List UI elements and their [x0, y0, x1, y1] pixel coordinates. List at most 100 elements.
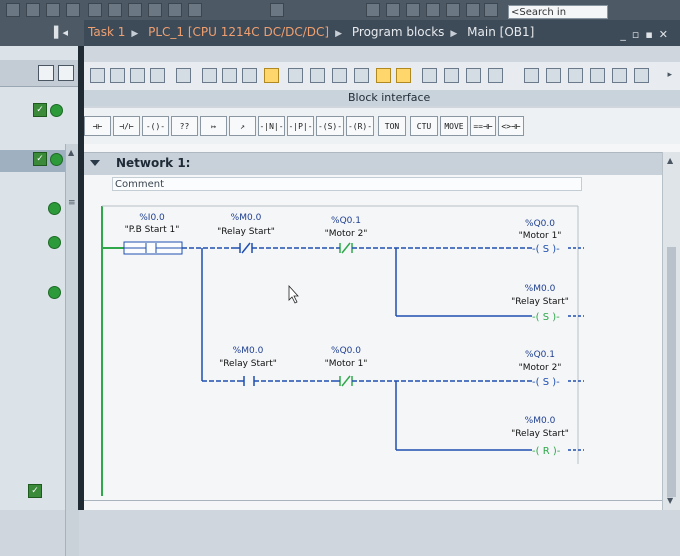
tool-icon-7[interactable]: [222, 68, 237, 83]
collapse-left-icon[interactable]: ▌◂: [54, 26, 68, 39]
scrollbar-thumb[interactable]: [667, 247, 676, 497]
network-header[interactable]: Network 1:: [84, 152, 662, 175]
reset-coil-button[interactable]: -(R)-: [346, 116, 374, 136]
go-online-icon[interactable]: [270, 3, 284, 17]
tool-icon-23[interactable]: [612, 68, 627, 83]
list-view-icon[interactable]: [38, 65, 54, 81]
split-h-icon[interactable]: [406, 3, 420, 17]
breadcrumb-task[interactable]: Task 1: [88, 25, 126, 39]
tool-icon-8[interactable]: [242, 68, 257, 83]
tool-icon-2[interactable]: [110, 68, 125, 83]
save-icon[interactable]: [6, 3, 20, 17]
ctu-button[interactable]: CTU: [410, 116, 438, 136]
pane-splitter[interactable]: [78, 46, 84, 510]
download-icon[interactable]: [148, 3, 162, 17]
rung2-contact1-name[interactable]: "Relay Start": [219, 359, 277, 369]
not-equal-compare-button[interactable]: <>⊣⊢: [498, 116, 524, 136]
block-interface-bar[interactable]: Block interface: [84, 90, 680, 106]
tool-icon-11[interactable]: [332, 68, 347, 83]
window-controls[interactable]: _▫▪✕: [620, 28, 674, 41]
window3-icon[interactable]: [484, 3, 498, 17]
rung1-coil2-name[interactable]: "Relay Start": [511, 297, 569, 307]
cross-ref-icon[interactable]: [386, 3, 400, 17]
split-v-icon[interactable]: [426, 3, 440, 17]
rung2-contact2-address[interactable]: %Q0.0: [331, 346, 361, 356]
window2-icon[interactable]: [466, 3, 480, 17]
collapse-triangle-icon[interactable]: [90, 160, 100, 166]
nc-contact-button[interactable]: ⊣/⊢: [113, 116, 140, 136]
rung2-coil2-name[interactable]: "Relay Start": [511, 429, 569, 439]
tool-icon-10[interactable]: [310, 68, 325, 83]
paste-icon[interactable]: [108, 3, 122, 17]
detail-view-icon[interactable]: [58, 65, 74, 81]
tool-icon-14[interactable]: [396, 68, 411, 83]
tool-icon-19[interactable]: [524, 68, 539, 83]
p-trig-button[interactable]: -|P|-: [287, 116, 314, 136]
breadcrumb-plc[interactable]: PLC_1 [CPU 1214C DC/DC/DC]: [148, 25, 330, 39]
simulate-icon[interactable]: [188, 3, 202, 17]
rung1-contact3-address[interactable]: %Q0.1: [331, 216, 361, 226]
rung2-coil2-symbol[interactable]: -( R )-: [532, 446, 561, 457]
undo-icon[interactable]: [26, 3, 40, 17]
tool-icon-13[interactable]: [376, 68, 391, 83]
toolbar-expand-icon[interactable]: ▸: [667, 70, 672, 80]
set-coil-button[interactable]: -(S)-: [316, 116, 344, 136]
n-trig-button[interactable]: -|N|-: [258, 116, 285, 136]
compile-icon[interactable]: [168, 3, 182, 17]
ladder-editor[interactable]: [84, 144, 680, 510]
tool-icon-9[interactable]: [288, 68, 303, 83]
tool-icon-17[interactable]: [466, 68, 481, 83]
network-comment[interactable]: Comment: [112, 177, 582, 191]
window-icon[interactable]: [446, 3, 460, 17]
tool-icon-6[interactable]: [202, 68, 217, 83]
rung1-coil1-address[interactable]: %Q0.0: [525, 219, 555, 229]
rung2-contact2-name[interactable]: "Motor 1": [325, 359, 368, 369]
rung2-contact1-address[interactable]: %M0.0: [233, 346, 264, 356]
scroll-up-icon[interactable]: ▲: [68, 148, 75, 157]
open-branch-button[interactable]: ↦: [200, 116, 227, 136]
tool-icon-18[interactable]: [488, 68, 503, 83]
tree-scrollbar[interactable]: ▲ ≡: [65, 144, 79, 556]
rung1-contact2-name[interactable]: "Relay Start": [217, 227, 275, 237]
rung2-coil1-symbol[interactable]: -( S )-: [532, 377, 560, 388]
rung1-contact3-name[interactable]: "Motor 2": [325, 229, 368, 239]
scroll-down-icon[interactable]: ▼: [667, 496, 674, 505]
grip-icon[interactable]: ≡: [68, 198, 76, 208]
move-button[interactable]: MOVE: [440, 116, 468, 136]
tool-icon-16[interactable]: [444, 68, 459, 83]
tool-icon-22[interactable]: [590, 68, 605, 83]
close-branch-button[interactable]: ↗: [229, 116, 256, 136]
equal-compare-button[interactable]: ==⊣⊢: [470, 116, 496, 136]
rung1-contact1-name[interactable]: "P.B Start 1": [125, 225, 180, 235]
redo-icon[interactable]: [46, 3, 60, 17]
tool-icon-20[interactable]: [546, 68, 561, 83]
monitor-icon[interactable]: [366, 3, 380, 17]
rung2-coil1-name[interactable]: "Motor 2": [519, 363, 562, 373]
rung2-coil2-address[interactable]: %M0.0: [525, 416, 556, 426]
rung1-coil2-address[interactable]: %M0.0: [525, 284, 556, 294]
tool-icon-1[interactable]: [90, 68, 105, 83]
coil-button[interactable]: -()-: [142, 116, 169, 136]
copy-icon[interactable]: [88, 3, 102, 17]
scroll-up-icon[interactable]: ▲: [667, 156, 674, 165]
rung1-coil1-symbol[interactable]: -( S )-: [532, 244, 560, 255]
empty-box-button[interactable]: ??: [171, 116, 198, 136]
tool-icon-21[interactable]: [568, 68, 583, 83]
breadcrumb-block[interactable]: Main [OB1]: [467, 25, 535, 39]
rung1-coil1-name[interactable]: "Motor 1": [519, 231, 562, 241]
rung2-coil1-address[interactable]: %Q0.1: [525, 350, 555, 360]
tool-icon-4[interactable]: [150, 68, 165, 83]
tool-icon-5[interactable]: [176, 68, 191, 83]
tool-icon-12[interactable]: [354, 68, 369, 83]
rung1-coil2-symbol[interactable]: -( S )-: [532, 312, 560, 323]
delete-icon[interactable]: [128, 3, 142, 17]
editor-scrollbar[interactable]: ▲ ▼: [662, 152, 680, 510]
ton-button[interactable]: TON: [378, 116, 406, 136]
tool-icon-15[interactable]: [422, 68, 437, 83]
rung1-contact2-address[interactable]: %M0.0: [231, 213, 262, 223]
rung1-contact1-address[interactable]: %I0.0: [139, 213, 165, 223]
tool-icon-24[interactable]: [634, 68, 649, 83]
cut-icon[interactable]: [66, 3, 80, 17]
selected-tree-item[interactable]: [0, 150, 65, 172]
search-input[interactable]: <Search in project>: [508, 5, 608, 32]
